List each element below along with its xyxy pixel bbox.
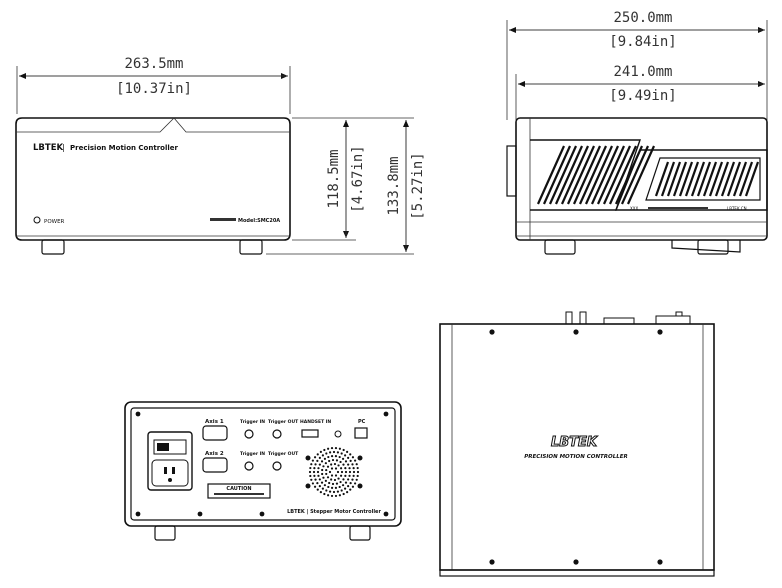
front-width-mm: 263.5mm <box>124 56 183 72</box>
rear-footer: LBTEK | Stepper Motor Controller <box>287 509 381 515</box>
side-vents <box>536 145 760 205</box>
side-total-in: [9.84in] <box>609 34 676 50</box>
pc-label: PC <box>358 419 366 425</box>
trigger-out-1: Trigger OUT <box>268 419 299 425</box>
total-height-in: [5.27in] <box>410 152 426 219</box>
top-screws <box>489 329 663 565</box>
rear-screws <box>135 411 389 517</box>
caution-label: CAUTION <box>226 486 251 492</box>
total-height-mm: 133.8mm <box>386 156 402 215</box>
fan-grille <box>305 446 363 498</box>
side-total-mm: 250.0mm <box>613 10 672 26</box>
side-view: 250.0mm [9.84in] 241.0mm [9.49in] XXX LB… <box>506 10 768 255</box>
front-brand: LBTEK <box>33 143 63 153</box>
rear-view: Axis 1 Axis 2 Trigger IN Trigger OUT Tri… <box>124 401 402 541</box>
top-brand: LBTEK <box>551 435 598 450</box>
side-body-mm: 241.0mm <box>613 64 672 80</box>
trigger-out-2: Trigger OUT <box>268 451 299 457</box>
front-height-mm: 118.5mm <box>326 149 342 208</box>
handset-label: HANDSET IN <box>300 419 331 425</box>
front-product: Precision Motion Controller <box>70 144 179 152</box>
trigger-in-1: Trigger IN <box>240 419 265 425</box>
axis1-label: Axis 1 <box>205 419 224 425</box>
svg-text:XXX: XXX <box>630 206 638 211</box>
axis2-label: Axis 2 <box>205 451 224 457</box>
svg-text:|: | <box>62 143 65 152</box>
power-label: POWER <box>44 219 65 225</box>
front-height-in: [4.67in] <box>350 145 366 212</box>
front-width-in: [10.37in] <box>116 81 192 97</box>
svg-text:LBTEK CN: LBTEK CN <box>727 206 747 211</box>
model-label: Model:SMC20A <box>238 218 280 224</box>
side-body-in: [9.49in] <box>609 88 676 104</box>
front-view: 263.5mm [10.37in] LBTEK | Precision Moti… <box>15 56 426 255</box>
top-view: LBTEK PRECISION MOTION CONTROLLER <box>439 311 715 577</box>
top-product: PRECISION MOTION CONTROLLER <box>524 454 627 460</box>
trigger-in-2: Trigger IN <box>240 451 265 457</box>
